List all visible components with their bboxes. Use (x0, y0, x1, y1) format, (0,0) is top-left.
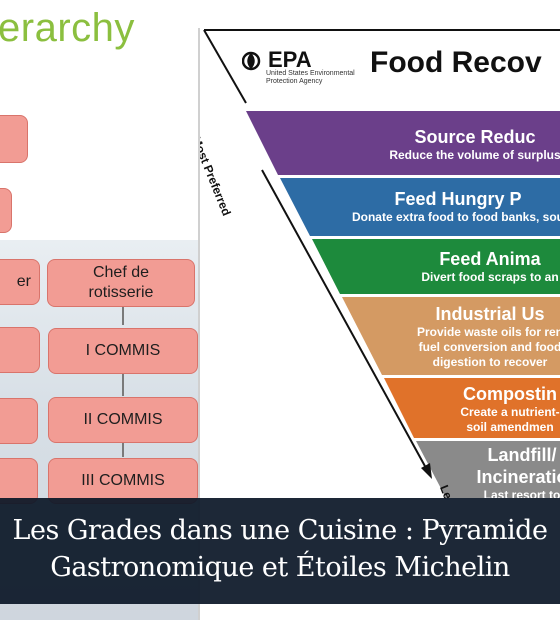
hierarchy-slide: erarchy er Chef de rotisserie I COMMIS I… (0, 0, 205, 620)
hierarchy-box-left-2 (0, 327, 40, 373)
tier-band-landfill (416, 441, 560, 498)
tier-band-composting (384, 378, 560, 438)
hierarchy-box-label: II COMMIS (83, 411, 163, 428)
tier-band-feed-animals (312, 239, 560, 294)
tier-feed-hungry-people: Feed Hungry P Donate extra food to food … (318, 188, 560, 225)
tier-band-feed-hungry (280, 178, 560, 236)
hierarchy-box-chef-de-rotisserie: Chef de rotisserie (47, 259, 195, 307)
hierarchy-box-commis-1: I COMMIS (48, 328, 198, 374)
tier-title: Source Reduc (414, 127, 536, 147)
connector-line (122, 307, 124, 325)
tier-title: Feed Anima (439, 249, 541, 269)
hierarchy-box-left-partial: er (0, 259, 40, 305)
connector-line (122, 374, 124, 396)
hierarchy-box-left-3 (0, 398, 38, 444)
caption-banner: Les Grades dans une Cuisine : Pyramide G… (0, 498, 560, 604)
hierarchy-box-top-1 (0, 115, 28, 163)
caption-line-1: Les Grades dans une Cuisine : Pyramide (12, 515, 548, 546)
hierarchy-box-top-2 (0, 188, 12, 233)
tier-title: Landfill/Incineratio (476, 445, 560, 487)
hierarchy-box-label: I COMMIS (85, 342, 161, 359)
tier-band-source-reduction (246, 111, 560, 175)
tier-description: Divert food scraps to an (421, 270, 559, 284)
tier-description: Donate extra food to food banks, sou (351, 210, 560, 224)
hierarchy-box-commis-2: II COMMIS (48, 397, 198, 443)
hierarchy-pyramid (203, 29, 560, 498)
tier-description: Reduce the volume of surplus (389, 148, 560, 162)
tier-landfill-incineration: Landfill/Incineratio Last resort to (452, 444, 560, 503)
tier-description: Create a nutrient-soil amendmen (460, 405, 560, 434)
hierarchy-box-commis-3: III COMMIS (48, 458, 198, 504)
tier-industrial-uses: Industrial Us Provide waste oils for ren… (395, 303, 560, 370)
arrow-head-icon (421, 463, 432, 479)
tier-title: Compostin (463, 384, 557, 404)
tier-title: Feed Hungry P (394, 189, 522, 209)
hierarchy-box-left-4 (0, 458, 38, 504)
hierarchy-title: erarchy (0, 6, 135, 50)
epa-agency-name: United States Environmental Protection A… (266, 70, 355, 85)
tier-title: Industrial Us (435, 304, 545, 324)
connector-line (122, 443, 124, 457)
tier-feed-animals: Feed Anima Divert food scraps to an (400, 248, 560, 285)
hierarchy-box-label: III COMMIS (81, 472, 165, 489)
hierarchy-box-label: er (16, 273, 31, 290)
tier-composting: Compostin Create a nutrient-soil amendme… (430, 383, 560, 435)
tier-source-reduction: Source Reduc Reduce the volume of surplu… (360, 126, 560, 163)
panel-title: Food Recov (370, 46, 542, 79)
tier-band-industrial-uses (342, 297, 560, 375)
epa-logo-icon (242, 51, 261, 71)
hierarchy-box-label: Chef de rotisserie (88, 264, 154, 301)
caption-line-2: Gastronomique et Étoiles Michelin (50, 552, 510, 583)
epa-logo-text: EPA (268, 47, 312, 72)
caption-text: Les Grades dans une Cuisine : Pyramide G… (0, 512, 560, 586)
